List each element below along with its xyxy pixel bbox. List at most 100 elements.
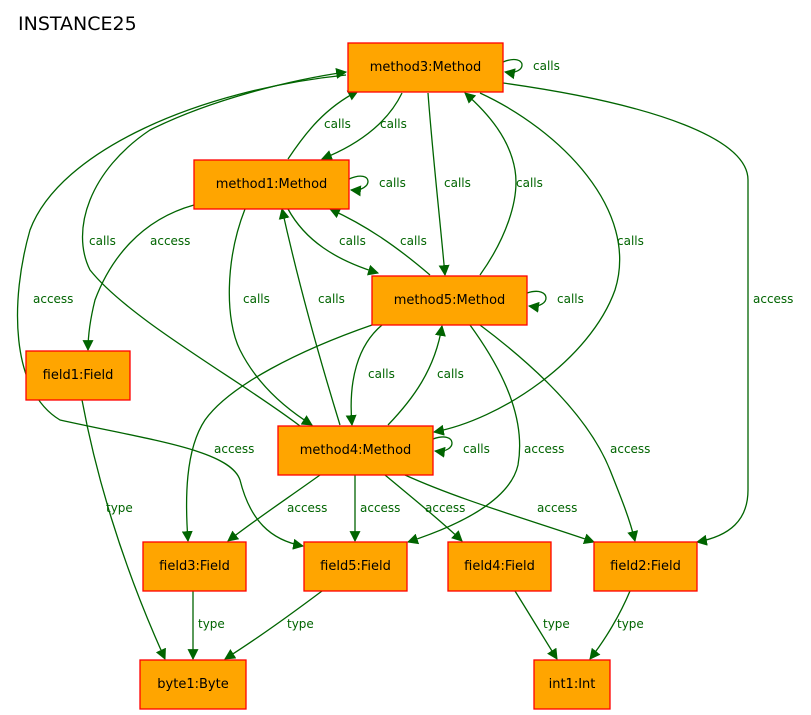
edge-method1-method1: calls <box>348 175 406 197</box>
edge-field2-int1: type <box>589 590 644 660</box>
edge-line <box>479 324 639 543</box>
node-method5: method5:Method <box>371 275 528 326</box>
edge-label: calls <box>444 176 471 190</box>
node-label: method1:Method <box>216 177 328 192</box>
edge-label: type <box>198 617 225 631</box>
edge-label: calls <box>379 176 406 190</box>
node-label: field4:Field <box>464 559 535 574</box>
edge-label: access <box>425 501 465 515</box>
node-label: field3:Field <box>159 559 230 574</box>
edge-line <box>526 290 547 313</box>
node-label: field5:Field <box>320 559 391 574</box>
node-label: field1:Field <box>43 368 114 383</box>
edge-line <box>328 208 431 276</box>
edge-method4-method5: calls <box>387 324 464 426</box>
edge-method5-method3: calls <box>464 92 543 276</box>
edge-line <box>82 67 348 427</box>
edge-method5-method1: calls <box>328 208 431 276</box>
node-label: method5:Method <box>394 293 506 308</box>
edge-line <box>82 204 195 352</box>
edge-method4-method4: calls <box>432 436 490 458</box>
node-box <box>447 541 552 592</box>
edge-line <box>224 590 323 660</box>
edge-method1-method4: calls <box>228 208 313 426</box>
edge-method3-method3: calls <box>502 59 560 80</box>
edge-method1-field1: access <box>82 204 195 352</box>
edge-label: calls <box>557 292 584 306</box>
edge-label: calls <box>380 117 407 131</box>
edge-label: type <box>543 617 570 631</box>
edge-line <box>227 474 321 542</box>
edge-method5-method4: calls <box>345 324 395 427</box>
node-box <box>593 541 698 592</box>
edge-label: calls <box>318 292 345 306</box>
edge-label: calls <box>400 234 427 248</box>
edge-label: calls <box>533 59 560 73</box>
node-box <box>142 541 247 592</box>
nodes-layer: method3:Method method1:Method method5:Meth… <box>25 42 698 710</box>
node-box <box>347 42 504 93</box>
edge-label: access <box>753 292 793 306</box>
edge-label: calls <box>243 292 270 306</box>
edge-label: calls <box>368 367 395 381</box>
node-box <box>371 275 528 326</box>
edge-label: access <box>360 501 400 515</box>
edge-label: access <box>214 442 254 456</box>
node-label: method3:Method <box>370 60 482 75</box>
edge-line <box>432 436 453 458</box>
edge-line <box>502 82 749 546</box>
edge-line <box>406 324 521 545</box>
edge-method5-field3: access <box>181 324 373 543</box>
edge-method4-method1: calls <box>278 207 345 426</box>
edge-line <box>404 474 596 544</box>
edge-label: access <box>33 292 73 306</box>
edge-label: access <box>537 501 577 515</box>
edge-line <box>348 175 369 197</box>
edge-label: access <box>287 501 327 515</box>
edge-label: access <box>610 442 650 456</box>
node-box <box>25 350 131 401</box>
edge-method3-method1: calls <box>320 92 407 161</box>
edge-line <box>287 208 380 276</box>
node-label: byte1:Byte <box>157 677 228 692</box>
edge-line <box>384 474 463 542</box>
edge-field5-byte1: type <box>224 590 323 660</box>
edge-label: type <box>106 501 133 515</box>
node-box <box>139 659 247 710</box>
edge-line <box>81 399 166 661</box>
edge-method4-method3: calls <box>82 67 348 427</box>
node-method4: method4:Method <box>277 425 434 476</box>
edge-method3-method4: calls <box>432 92 644 436</box>
edge-method5-field5: access <box>406 324 564 545</box>
edge-method5-field2: access <box>479 324 650 543</box>
edge-method4-field3: access <box>227 474 327 542</box>
edge-label: calls <box>437 367 464 381</box>
edge-line <box>464 92 517 276</box>
edge-label: calls <box>463 442 490 456</box>
edge-field4-int1: type <box>514 590 570 660</box>
node-box <box>533 659 611 710</box>
edge-label: type <box>617 617 644 631</box>
node-label: method4:Method <box>300 443 412 458</box>
edge-label: calls <box>89 234 116 248</box>
edge-line <box>502 59 523 80</box>
edge-line <box>345 324 383 427</box>
node-byte1: byte1:Byte <box>139 659 247 710</box>
node-box <box>303 541 408 592</box>
edge-method5-method5: calls <box>526 290 584 313</box>
edge-method3-field2: access <box>502 82 793 546</box>
edge-field3-byte1: type <box>187 591 225 661</box>
diagram-title: INSTANCE25 <box>18 13 137 35</box>
edge-method4-field2: access <box>404 474 596 544</box>
edge-label: access <box>524 442 564 456</box>
node-label: int1:Int <box>549 677 596 692</box>
edge-line <box>514 590 558 660</box>
node-label: field2:Field <box>610 559 681 574</box>
edge-line <box>427 92 450 277</box>
edge-line <box>228 208 313 426</box>
node-box <box>277 425 434 476</box>
node-int1: int1:Int <box>533 659 611 710</box>
edge-label: calls <box>324 117 351 131</box>
edge-label: access <box>150 234 190 248</box>
